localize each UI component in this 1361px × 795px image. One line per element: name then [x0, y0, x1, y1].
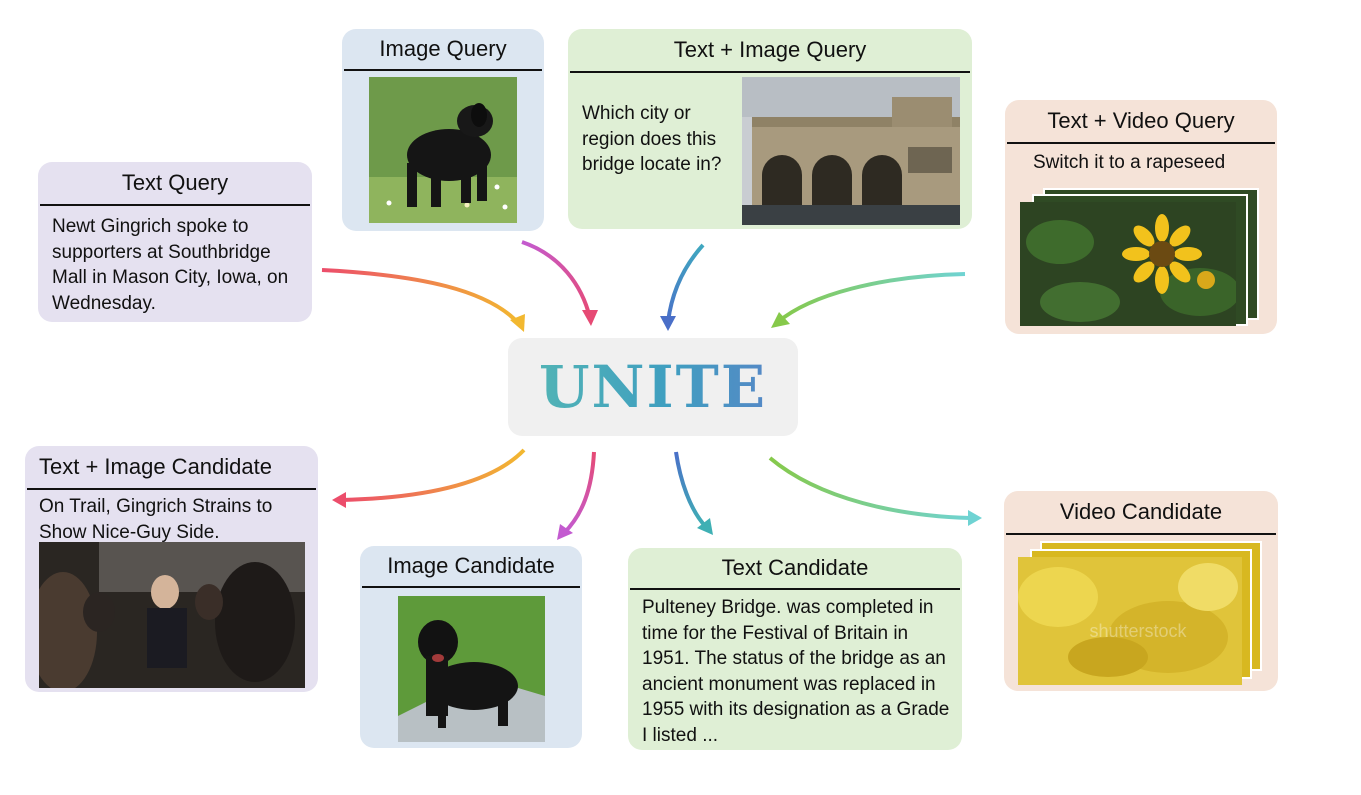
text-image-candidate-card: Text + Image Candidate On Trail, Gingric…: [25, 446, 318, 692]
text-image-query-card: Text + Image Query Which city or region …: [568, 29, 972, 229]
card-title: Text + Image Query: [570, 29, 970, 73]
image-query-card: Image Query: [342, 29, 544, 231]
arrowhead: [332, 492, 346, 508]
arrow-text-query: [321, 268, 522, 327]
text-video-query-body: Switch it to a rapeseed: [1033, 152, 1226, 173]
arrowhead: [771, 312, 790, 328]
unite-title: UNITE: [508, 338, 798, 436]
arrowhead: [510, 314, 525, 332]
video-candidate-card: Video Candidate shutterstock: [1004, 491, 1278, 691]
arrow-text-candidate: [674, 451, 708, 529]
text-query-body: Newt Gingrich spoke to supporters at Sou…: [52, 216, 289, 314]
card-title: Text + Video Query: [1007, 100, 1275, 144]
card-title: Image Query: [344, 29, 542, 71]
card-title: Text Candidate: [630, 548, 960, 590]
arrowhead: [660, 316, 676, 331]
black-dog-sitting-image: [398, 596, 545, 742]
text-image-query-body: Which city or region does this bridge lo…: [582, 103, 722, 175]
bridge-image: [742, 77, 960, 225]
arrowhead: [697, 518, 713, 535]
arrow-video-candidate: [768, 456, 971, 520]
arrow-text-image-candidate: [341, 448, 526, 502]
card-title: Text + Image Candidate: [27, 446, 316, 490]
text-candidate-body: Pulteney Bridge. was completed in time f…: [642, 597, 950, 746]
crowd-photo-image: [39, 542, 305, 688]
arrowhead: [557, 524, 573, 540]
arrow-image-candidate: [562, 451, 596, 535]
card-title: Video Candidate: [1006, 491, 1276, 535]
arrowhead: [968, 510, 982, 526]
arrow-text-image-query: [666, 243, 705, 323]
black-dog-image: [369, 77, 517, 223]
card-title: Image Candidate: [362, 546, 580, 588]
arrowhead: [582, 310, 598, 326]
unite-center-box: UNITE: [508, 338, 798, 436]
text-query-card: Text Query Newt Gingrich spoke to suppor…: [38, 162, 312, 322]
arrow-text-video-query: [776, 272, 966, 324]
sunflower-image: [1020, 202, 1236, 326]
rapeseed-image: shutterstock: [1018, 557, 1242, 685]
arrow-image-query: [521, 240, 592, 319]
card-title: Text Query: [40, 162, 310, 206]
image-candidate-card: Image Candidate: [360, 546, 582, 748]
watermark: shutterstock: [1089, 621, 1187, 641]
text-video-query-card: Text + Video Query Switch it to a rapese…: [1005, 100, 1277, 334]
text-image-candidate-body: On Trail, Gingrich Strains to Show Nice-…: [39, 496, 273, 543]
text-candidate-card: Text Candidate Pulteney Bridge. was comp…: [628, 548, 962, 750]
